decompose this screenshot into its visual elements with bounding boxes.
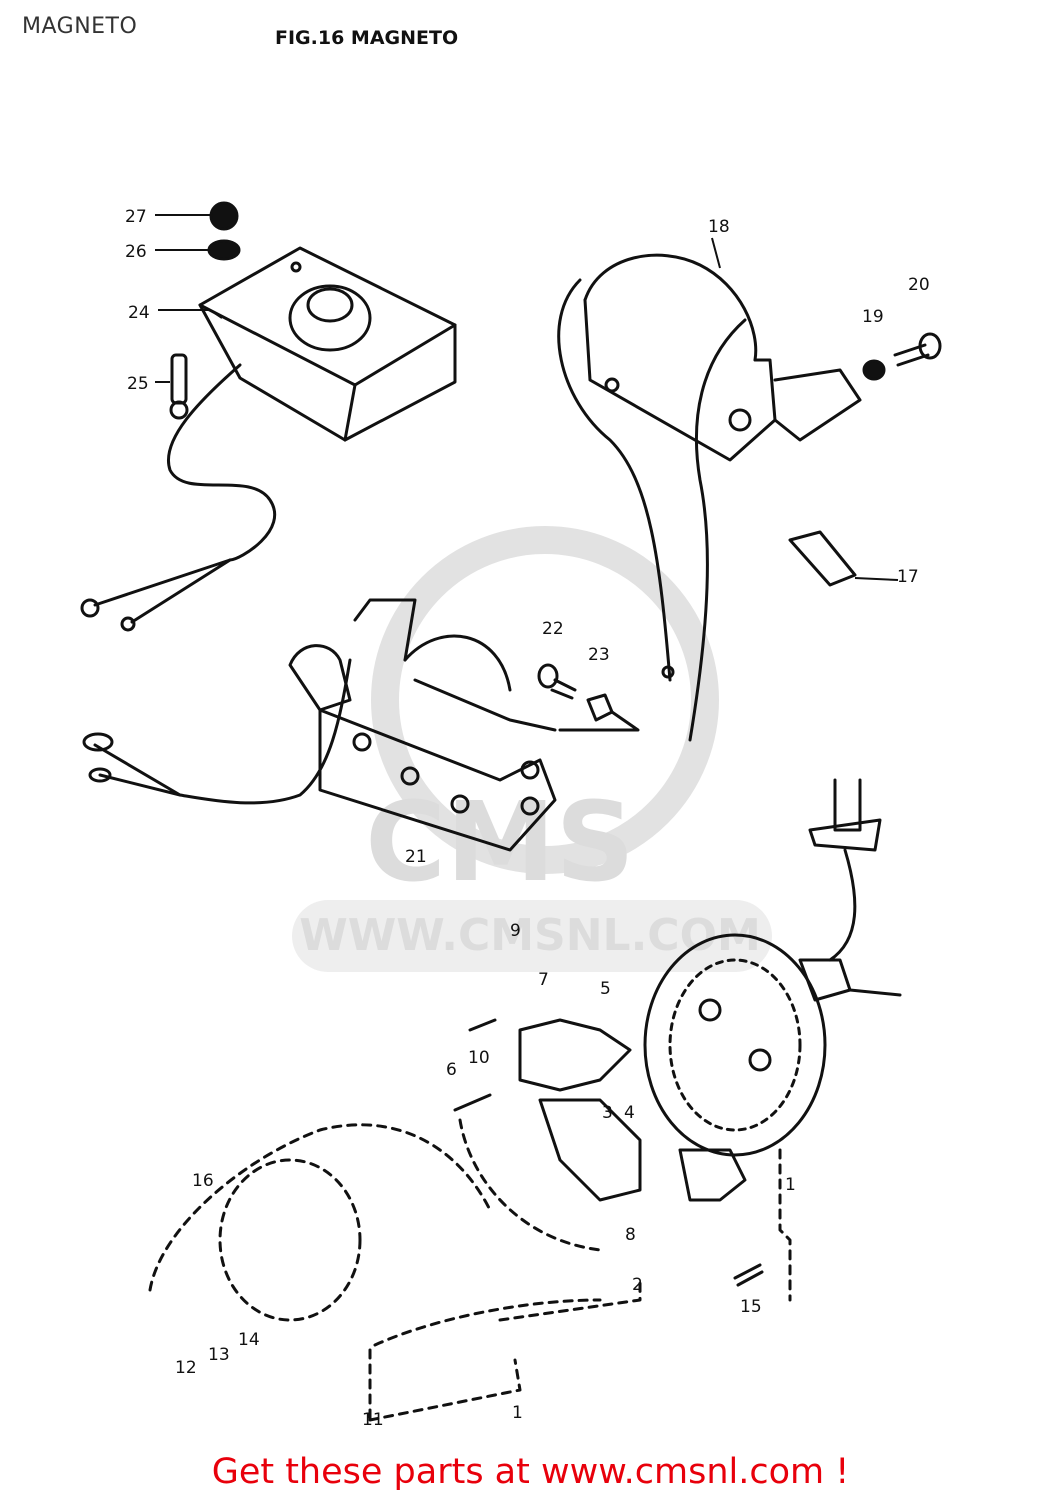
part-label-25: 25	[127, 374, 149, 394]
ignition-coil	[557, 253, 862, 742]
cdi-unit	[82, 598, 557, 852]
part-label-1b: 1	[512, 1403, 523, 1423]
part-label-6: 6	[446, 1060, 457, 1080]
regulator-box	[80, 246, 457, 632]
stator-plate	[643, 778, 902, 1157]
part-label-27: 27	[125, 207, 147, 227]
part-label-5: 5	[600, 979, 611, 999]
part-label-22: 22	[542, 619, 564, 639]
part-label-12: 12	[175, 1358, 197, 1378]
part-label-11: 11	[362, 1410, 384, 1430]
part-label-17: 17	[897, 567, 919, 587]
part-label-1a: 1	[785, 1175, 796, 1195]
part-label-20: 20	[908, 275, 930, 295]
washer-19	[862, 359, 886, 381]
watermark-brand: CMS	[365, 778, 634, 906]
part-label-7: 7	[538, 970, 549, 990]
clamp-17	[788, 530, 857, 587]
page-title: MAGNETO	[22, 14, 138, 39]
part-label-2: 2	[632, 1275, 643, 1295]
part-labels: 8 2 1 1 3 4 5 6 7 9 10 11 12 13 14 15 16…	[125, 207, 930, 1430]
part-label-15: 15	[740, 1297, 762, 1317]
part-label-21: 21	[405, 847, 427, 867]
footer-cta-link[interactable]: Get these parts at www.cmsnl.com !	[0, 1452, 1061, 1492]
part-label-18: 18	[708, 217, 730, 237]
bolt-22	[537, 663, 577, 700]
part-label-23: 23	[588, 645, 610, 665]
footer-cta-text[interactable]: Get these parts at www.cmsnl.com !	[211, 1452, 850, 1492]
screw-10	[453, 1018, 497, 1112]
screw-15	[733, 1263, 764, 1287]
part-label-16: 16	[192, 1171, 214, 1191]
part-label-9: 9	[510, 921, 521, 941]
part-label-3: 3	[602, 1103, 613, 1123]
part-label-4: 4	[624, 1103, 635, 1123]
part-label-13: 13	[208, 1345, 230, 1365]
figure-caption: FIG.16 MAGNETO	[275, 27, 458, 49]
cms-watermark: CMS WWW.CMSNL.COM	[292, 526, 772, 972]
part-label-10: 10	[468, 1048, 490, 1068]
part-label-14: 14	[238, 1330, 260, 1350]
part-label-19: 19	[862, 307, 884, 327]
nut-23	[558, 693, 640, 732]
washer-26	[207, 239, 241, 261]
screw-25	[169, 353, 189, 420]
nut-27	[209, 201, 239, 231]
part-label-26: 26	[125, 242, 147, 262]
crankcase-outline	[148, 1118, 792, 1422]
watermark-url: WWW.CMSNL.COM	[299, 910, 761, 961]
part-label-24: 24	[128, 303, 150, 323]
part-label-8: 8	[625, 1225, 636, 1245]
bolt-20	[893, 332, 942, 367]
coil-assembly	[518, 1018, 747, 1202]
